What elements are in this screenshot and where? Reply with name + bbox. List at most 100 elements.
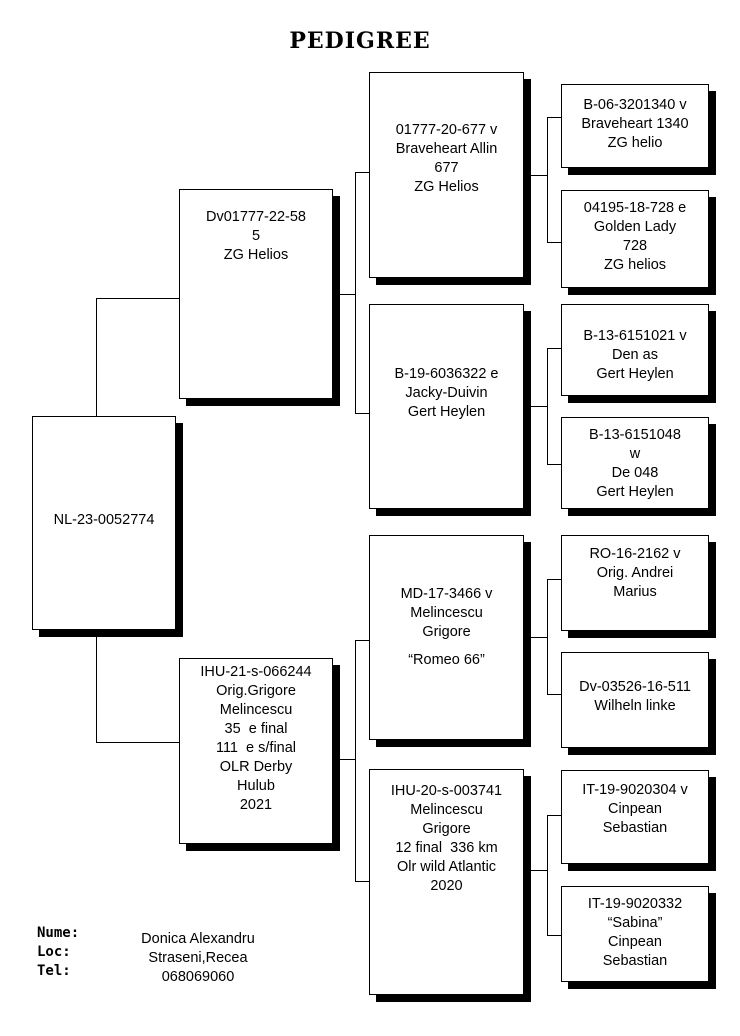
connector-line xyxy=(96,630,97,743)
sire-sire-text: Braveheart Allin xyxy=(395,141,498,157)
ss-sire-ring-number: B-06-3201340 v xyxy=(583,97,687,113)
connector-line xyxy=(547,815,548,936)
connector-line xyxy=(355,881,369,882)
owner-phone: 068069060 xyxy=(161,969,235,985)
ds-sire-text: Orig. Andrei xyxy=(596,565,674,581)
dam-text: 2021 xyxy=(239,797,273,813)
dam-dam-dam-box: IT-19-9020332 “Sabina” Cinpean Sebastian xyxy=(561,886,709,982)
connector-line xyxy=(547,117,561,118)
sire-dam-sire-box: B-13-6151021 v Den as Gert Heylen xyxy=(561,304,709,396)
sire-sire-ring-number: 01777-20-677 v xyxy=(395,122,498,138)
dd-sire-ring-number: IT-19-9020304 v xyxy=(582,782,688,798)
dam-sire-box: MD-17-3466 v Melincescu Grigore “Romeo 6… xyxy=(369,535,524,740)
owner-labels: Nume: Loc: Tel: xyxy=(37,924,79,981)
ss-dam-text: 728 xyxy=(622,238,648,254)
owner-values: Donica Alexandru Straseni,Recea 06806906… xyxy=(118,930,278,987)
owner-name: Donica Alexandru xyxy=(141,931,255,947)
dam-dam-text: 12 final 336 km xyxy=(395,840,498,856)
owner-location-label: Loc: xyxy=(37,944,71,960)
dam-dam-ring-number: IHU-20-s-003741 xyxy=(390,783,503,799)
dam-sire-dam-box: Dv-03526-16-511 Wilheln linke xyxy=(561,652,709,748)
subject-box: NL-23-0052774 xyxy=(32,416,176,630)
dam-dam-text: Melincescu xyxy=(410,802,483,818)
dam-box: IHU-21-s-066244 Orig.Grigore Melincescu … xyxy=(179,658,333,844)
dam-text: Hulub xyxy=(237,778,275,794)
dam-text: OLR Derby xyxy=(219,759,293,775)
subject-ring-number: NL-23-0052774 xyxy=(53,512,155,528)
connector-line xyxy=(547,117,548,243)
dd-dam-text: Cinpean xyxy=(607,934,662,950)
dam-sire-ring-number: MD-17-3466 v xyxy=(400,586,493,602)
connector-line xyxy=(547,935,561,936)
sire-dam-ring-number: B-19-6036322 e xyxy=(394,366,499,382)
sd-dam-ring-number: B-13-6151048 xyxy=(589,427,681,443)
sire-sire-box: 01777-20-677 v Braveheart Allin 677 ZG H… xyxy=(369,72,524,278)
sd-dam-text: Gert Heylen xyxy=(596,484,674,500)
ss-dam-text: ZG helios xyxy=(603,257,667,273)
ds-dam-text: Wilheln linke xyxy=(594,698,676,714)
dam-sire-text: Grigore xyxy=(422,624,471,640)
connector-line xyxy=(355,640,356,882)
dam-dam-text: Grigore xyxy=(422,821,471,837)
sire-sire-sire-box: B-06-3201340 v Braveheart 1340 ZG helio xyxy=(561,84,709,168)
sire-dam-text: Jacky-Duivin xyxy=(405,385,488,401)
dam-sire-sire-box: RO-16-2162 v Orig. Andrei Marius xyxy=(561,535,709,631)
sire-ring-number: Dv01777-22-58 xyxy=(206,209,306,225)
connector-line xyxy=(333,759,356,760)
ds-dam-ring-number: Dv-03526-16-511 xyxy=(579,679,691,695)
sire-dam-dam-box: B-13-6151048 w De 048 Gert Heylen xyxy=(561,417,709,509)
dam-text: Orig.Grigore xyxy=(216,683,296,699)
connector-line xyxy=(333,294,356,295)
connector-line xyxy=(524,406,548,407)
sire-dam-text: Gert Heylen xyxy=(407,404,486,420)
connector-line xyxy=(524,175,548,176)
connector-line xyxy=(355,413,369,414)
sire-box: Dv01777-22-58 5 ZG Helios xyxy=(179,189,333,399)
connector-line xyxy=(547,242,561,243)
connector-line xyxy=(355,172,369,173)
ss-sire-text: Braveheart 1340 xyxy=(581,116,689,132)
dam-ring-number: IHU-21-s-066244 xyxy=(200,664,312,680)
connector-line xyxy=(524,637,548,638)
dd-dam-text: Sebastian xyxy=(602,953,668,969)
connector-line xyxy=(547,348,548,465)
connector-line xyxy=(547,579,548,695)
sire-sire-text: ZG Helios xyxy=(414,179,479,195)
dam-sire-text: Melincescu xyxy=(410,605,483,621)
dam-dam-sire-box: IT-19-9020304 v Cinpean Sebastian xyxy=(561,770,709,864)
connector-line xyxy=(96,742,179,743)
ss-dam-text: Golden Lady xyxy=(593,219,677,235)
dam-sire-nickname: “Romeo 66” xyxy=(408,652,485,668)
sd-sire-text: Gert Heylen xyxy=(596,366,674,382)
dd-dam-text: “Sabina” xyxy=(607,915,663,931)
dd-sire-text: Sebastian xyxy=(602,820,668,836)
connector-line xyxy=(96,298,97,416)
dam-dam-text: 2020 xyxy=(430,878,463,894)
dam-text: 111 e s/final xyxy=(215,740,297,756)
ss-sire-text: ZG helio xyxy=(607,135,663,151)
dam-dam-box: IHU-20-s-003741 Melincescu Grigore 12 fi… xyxy=(369,769,524,995)
sire-text: ZG Helios xyxy=(223,247,289,263)
dam-dam-text: Olr wild Atlantic xyxy=(396,859,497,875)
connector-line xyxy=(96,298,179,299)
sd-sire-text: Den as xyxy=(612,347,658,363)
connector-line xyxy=(547,694,561,695)
sire-text: 5 xyxy=(251,228,261,244)
connector-line xyxy=(547,815,561,816)
dd-sire-text: Cinpean xyxy=(607,801,662,817)
sire-sire-text: 677 xyxy=(434,160,459,176)
owner-name-label: Nume: xyxy=(37,925,80,941)
dd-dam-ring-number: IT-19-9020332 xyxy=(587,896,683,912)
connector-line xyxy=(547,348,561,349)
dam-text: Melincescu xyxy=(219,702,293,718)
page-title: PEDIGREE xyxy=(289,28,431,54)
connector-line xyxy=(355,640,369,641)
owner-phone-label: Tel: xyxy=(37,963,71,979)
connector-line xyxy=(547,464,561,465)
sire-dam-box: B-19-6036322 e Jacky-Duivin Gert Heylen xyxy=(369,304,524,509)
sd-sire-ring-number: B-13-6151021 v xyxy=(583,328,687,344)
dam-text: 35 e final xyxy=(224,721,288,737)
sd-dam-text: w xyxy=(629,446,641,462)
ss-dam-ring-number: 04195-18-728 e xyxy=(583,200,687,216)
ds-sire-text: Marius xyxy=(613,584,657,600)
